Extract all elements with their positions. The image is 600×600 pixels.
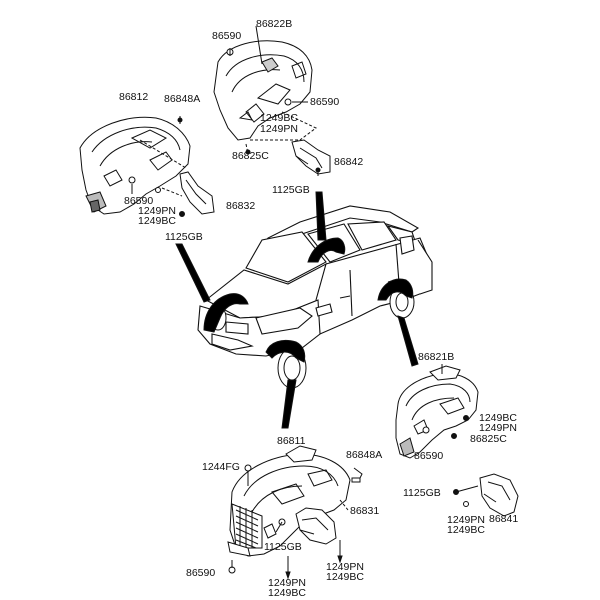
mud-guard-86842 (291, 139, 331, 175)
part-label-86590: 86590 (414, 450, 444, 462)
part-label-1244FG: 1244FG (202, 461, 240, 473)
part-label-1249BC: 1249BC (326, 571, 364, 583)
part-label-86590: 86590 (186, 567, 216, 579)
pointer-rear-right (397, 315, 419, 367)
part-label-86590: 86590 (310, 96, 340, 108)
part-label-1249PN: 1249PN (260, 123, 298, 135)
front-liner-left (79, 116, 191, 215)
part-label-86825C: 86825C (232, 150, 269, 162)
part-label-1249PN: 1249PN (138, 205, 176, 217)
part-label-86842: 86842 (334, 156, 364, 168)
pointer-rear-left (315, 191, 327, 241)
mud-guard-86832 (179, 171, 215, 215)
part-label-86848A: 86848A (346, 449, 383, 461)
pointer-front-left (175, 243, 211, 303)
part-label-1249BC: 1249BC (260, 112, 298, 124)
rear-liner-top (213, 40, 313, 141)
part-label-86811: 86811 (277, 435, 306, 447)
part-label-86590: 86590 (124, 195, 154, 207)
part-label-1249BC: 1249BC (447, 524, 485, 536)
pointer-front-right (281, 379, 297, 429)
part-label-86841: 86841 (489, 513, 519, 525)
part-label-1249PN: 1249PN (479, 422, 517, 434)
part-label-86812: 86812 (119, 91, 149, 103)
part-label-1249BC: 1249BC (138, 215, 176, 227)
highlight-front-left-liner (203, 293, 249, 333)
part-label-86832: 86832 (226, 200, 256, 212)
part-label-1125GB: 1125GB (403, 487, 441, 499)
rear-liner-right (395, 365, 479, 459)
part-label-1249PN: 1249PN (447, 514, 485, 526)
part-label-86821B: 86821B (418, 351, 455, 363)
part-label-1125GB: 1125GB (272, 184, 310, 196)
part-label-86590: 86590 (212, 30, 242, 42)
part-label-86825C: 86825C (470, 433, 507, 445)
highlight-rear-left-liner (307, 237, 346, 263)
part-label-1249PN: 1249PN (268, 577, 306, 589)
part-label-1125GB: 1125GB (264, 541, 302, 553)
part-label-86822B: 86822B (256, 18, 293, 30)
part-label-1125GB: 1125GB (165, 231, 203, 243)
part-label-1249PN: 1249PN (326, 561, 364, 573)
part-label-86848A: 86848A (164, 93, 201, 105)
front-liner-bottom (227, 445, 351, 557)
part-label-86831: 86831 (350, 505, 380, 517)
suv-body (197, 205, 433, 357)
mud-guard-86831 (295, 507, 337, 545)
part-label-1249BC: 1249BC (479, 412, 517, 424)
mud-guard-86841 (479, 473, 519, 517)
highlight-rear-right-liner (377, 278, 414, 301)
highlight-front-right-liner (265, 339, 306, 363)
part-label-1249BC: 1249BC (268, 587, 306, 599)
